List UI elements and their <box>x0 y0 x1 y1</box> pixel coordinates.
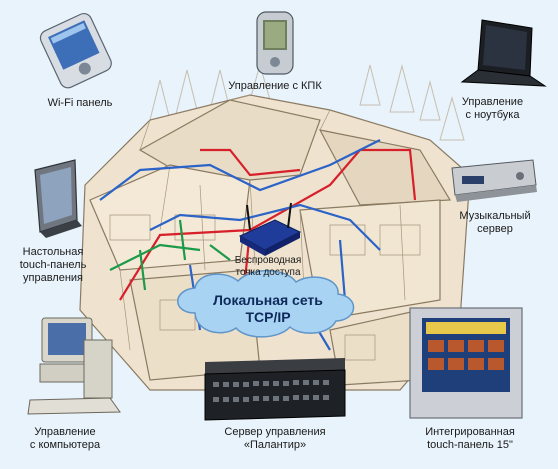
integrated-panel-label: Интегрированная touch-панель 15" <box>425 426 515 451</box>
cable-green <box>109 219 231 291</box>
wifi-panel-label: Wi-Fi панель <box>47 97 113 109</box>
music-server-icon <box>451 159 537 202</box>
computer-label: Управление с компьютера <box>29 426 101 451</box>
laptop-icon <box>460 19 547 87</box>
network-cloud <box>177 269 355 338</box>
wifi-panel-icon <box>39 13 112 89</box>
pda-icon <box>256 11 294 75</box>
access-point-label: Беспроводная точка доступа <box>234 255 302 278</box>
network-label-line2: TCP/IP <box>245 309 291 325</box>
cable-blue <box>99 139 381 351</box>
computer-icon <box>27 317 121 415</box>
server-icon <box>204 358 346 421</box>
music-server-label: Музыкальный сервер <box>459 210 531 235</box>
desktop-panel-label: Настольная touch-панель управления <box>19 246 87 284</box>
desktop-panel-icon <box>34 159 82 238</box>
house-detail-lines <box>109 94 421 361</box>
server-label: Сервер управления «Палантир» <box>224 426 326 451</box>
network-label: Локальная сеть TCP/IP <box>193 292 343 326</box>
laptop-label: Управление с ноутбука <box>461 96 524 121</box>
access-point-icon <box>238 202 302 256</box>
integrated-panel-icon <box>409 307 523 419</box>
network-label-line1: Локальная сеть <box>213 292 323 308</box>
background-trees <box>149 63 465 141</box>
pda-label: Управление с КПК <box>228 80 322 92</box>
